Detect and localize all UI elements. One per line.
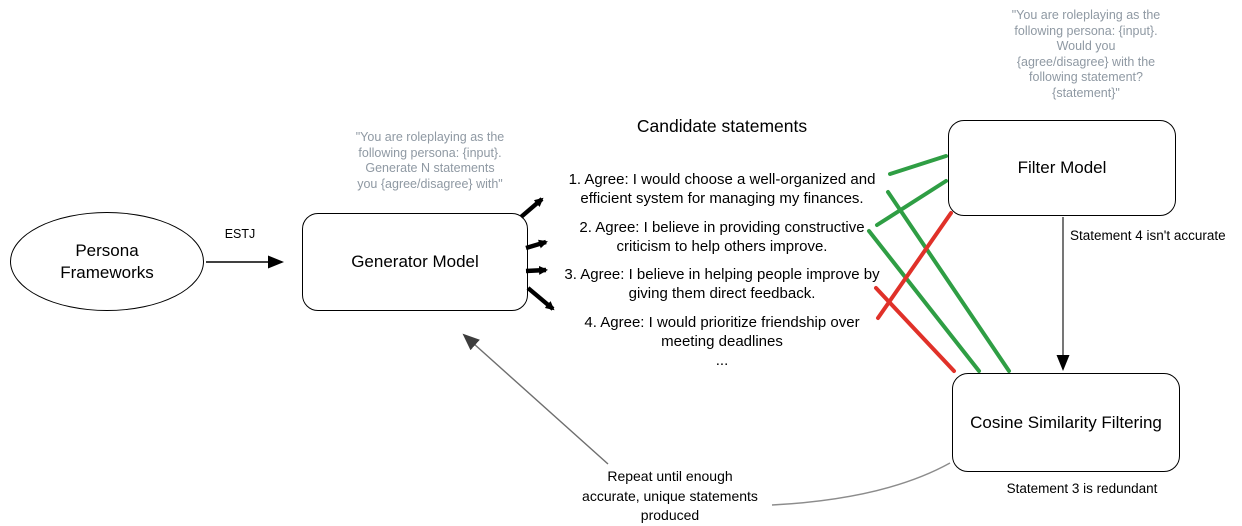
node-generator-model: Generator Model <box>302 213 528 311</box>
cosine-note-label: Statement 3 is redundant <box>1006 481 1158 496</box>
filter-note-label: Statement 4 isn't accurate <box>1070 228 1226 243</box>
generator-spoke-1 <box>519 197 544 219</box>
edge-cosine-to-repeat-connector <box>771 462 951 506</box>
generator-spoke-4 <box>526 286 555 311</box>
node-cosine-similarity-filtering: Cosine Similarity Filtering <box>952 373 1180 472</box>
candidate-statement-2: 2. Agree: I believe in providing constru… <box>579 219 865 255</box>
edge-stmt2-to-filter-accept <box>875 179 948 227</box>
node-filter-model: Filter Model <box>948 120 1176 216</box>
edge-stmt2-to-cosine-accept <box>867 229 981 373</box>
generator-model-label: Generator Model <box>351 252 479 271</box>
persona-frameworks-label: Persona Frameworks <box>60 240 154 282</box>
edge-stmt1-to-filter-accept <box>888 154 948 176</box>
filter-model-label: Filter Model <box>1017 158 1107 177</box>
candidate-statement-4: 4. Agree: I would prioritize friendship … <box>584 314 860 350</box>
candidate-statement-3: 3. Agree: I believe in helping people im… <box>564 266 880 302</box>
filter-prompt-text: "You are roleplaying as the following pe… <box>1011 8 1161 100</box>
edge-stmt1-to-cosine-accept <box>886 190 1011 373</box>
generator-spoke-2 <box>525 239 548 251</box>
generator-spoke-3 <box>525 265 548 275</box>
generator-prompt-text: "You are roleplaying as the following pe… <box>355 130 505 191</box>
candidate-statements-ellipsis: ... <box>715 352 729 369</box>
candidate-statements-title: Candidate statements <box>636 116 808 136</box>
edge-stmt3-to-cosine-reject <box>874 286 956 373</box>
cosine-similarity-label: Cosine Similarity Filtering <box>970 412 1162 432</box>
estj-label: ESTJ <box>224 227 256 241</box>
node-persona-frameworks: Persona Frameworks <box>10 212 204 311</box>
candidate-statement-1: 1. Agree: I would choose a well-organize… <box>568 171 876 207</box>
edge-repeat-to-generator-arrow <box>462 333 609 465</box>
repeat-note-label: Repeat until enough accurate, unique sta… <box>582 468 758 523</box>
